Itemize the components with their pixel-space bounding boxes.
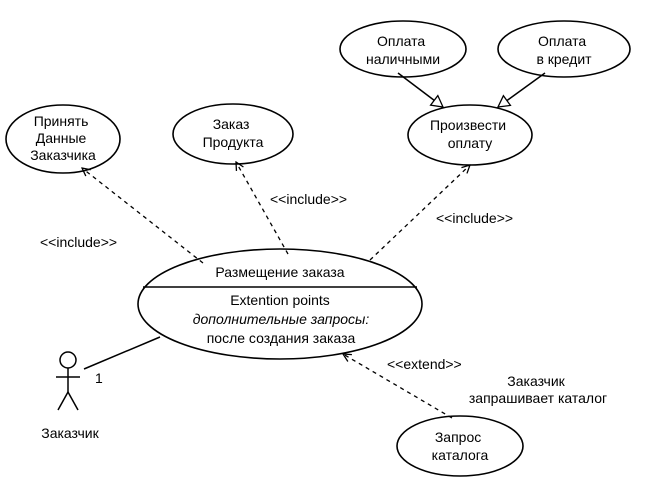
use-case-pay-cash[interactable] [339, 20, 467, 78]
extension-point-name: дополнительные запросы: [193, 311, 370, 327]
catalog-request-line-1: Запрос [435, 429, 481, 445]
use-case-order-product[interactable] [172, 103, 294, 165]
svg-text:Заказ Продукта: Заказ Продукта [203, 116, 264, 150]
generalization-credit [498, 72, 546, 107]
svg-text:Запрос каталога: Запрос каталога [432, 429, 489, 463]
svg-text:Заказчик запрашивает катал: Заказчик запрашивает каталог [469, 373, 607, 406]
accept-data-line-2: Данные [36, 130, 87, 146]
use-case-catalog-request[interactable] [396, 415, 524, 477]
actor-name: Заказчик [41, 425, 99, 441]
make-payment-line-1: Произвести [430, 117, 506, 133]
actor-head-icon [59, 351, 77, 369]
extend-condition-line-2: запрашивает каталог [469, 390, 607, 406]
use-case-make-payment[interactable] [407, 104, 533, 166]
svg-text:Оплата в кредит: Оплата в кредит [536, 33, 592, 67]
actor-customer[interactable] [56, 351, 80, 411]
use-case-place-order[interactable] [137, 248, 423, 360]
svg-text:Оплата наличными: Оплата наличными [366, 33, 440, 67]
include-line-accept-data [82, 168, 204, 264]
pay-cash-line-1: Оплата [377, 33, 425, 49]
association-line [83, 336, 161, 370]
order-product-line-2: Продукта [203, 134, 264, 150]
include-label-middle: <<include>> [270, 191, 347, 207]
association-multiplicity: 1 [95, 370, 103, 386]
accept-data-line-1: Принять [34, 113, 89, 129]
include-line-make-payment [369, 165, 470, 261]
pay-credit-line-2: в кредит [536, 51, 592, 67]
pay-credit-line-1: Оплата [538, 33, 586, 49]
order-product-line-1: Заказ [213, 116, 250, 132]
extend-line [343, 354, 453, 419]
extension-points-heading: Extention points [230, 292, 330, 308]
place-order-title: Размещение заказа [215, 264, 344, 280]
actor-right-leg [67, 391, 79, 411]
use-case-pay-credit[interactable] [497, 20, 631, 78]
actor-left-leg [57, 391, 69, 411]
extend-condition-line-1: Заказчик [507, 373, 565, 389]
include-label-left: <<include>> [40, 234, 117, 250]
generalization-cash [397, 72, 443, 107]
extend-label: <<extend>> [387, 356, 462, 372]
include-label-right: <<include>> [436, 210, 513, 226]
svg-text:Принять Данные Заказчи: Принять Данные Заказчика [30, 113, 96, 163]
include-line-order-product [236, 162, 289, 255]
catalog-request-line-2: каталога [432, 447, 489, 463]
extension-point-condition: после создания заказа [207, 330, 356, 346]
accept-data-line-3: Заказчика [30, 147, 96, 163]
svg-text:Произвести оплату: Произвести оплату [430, 117, 510, 151]
use-case-accept-data[interactable] [5, 104, 121, 174]
make-payment-line-2: оплату [448, 135, 493, 151]
pay-cash-line-2: наличными [366, 51, 440, 67]
